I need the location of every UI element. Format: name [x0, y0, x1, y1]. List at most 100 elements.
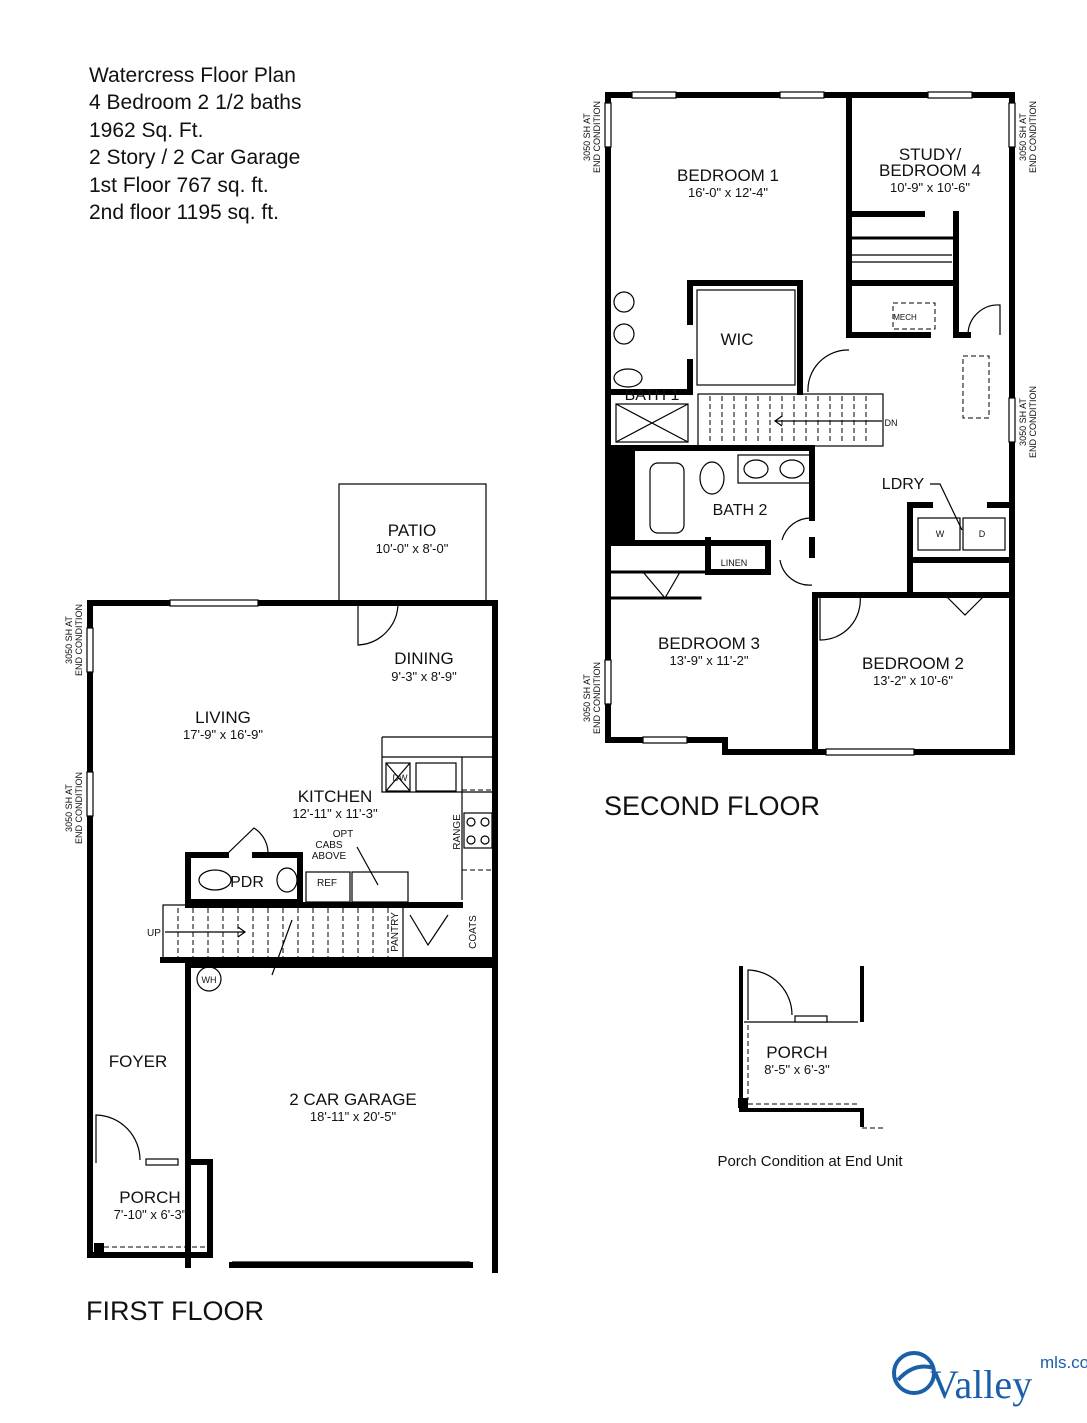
bath1-label: BATH 1 — [625, 387, 680, 404]
living-label: LIVING — [195, 708, 251, 727]
wic-walls — [605, 280, 803, 395]
linen-label: LINEN — [721, 558, 748, 568]
wic-label: WIC — [720, 330, 753, 349]
kitchen-sink — [415, 762, 457, 792]
bath2-door — [779, 517, 813, 586]
mech-unit — [892, 302, 936, 330]
end-porch-label: PORCH — [766, 1043, 827, 1062]
first-floor-plan: PATIO 10'-0" x 8'-0" DINING 9'-3" x 8'-9… — [64, 483, 498, 1326]
dryer — [962, 517, 1006, 551]
dw-label: DW — [393, 773, 408, 783]
range-label: RANGE — [452, 814, 463, 850]
window-note: END CONDITION — [1028, 386, 1038, 458]
window-note: END CONDITION — [74, 772, 84, 844]
patio-door — [357, 602, 399, 646]
window — [86, 627, 94, 673]
opt-label-2: CABS — [315, 840, 343, 851]
coats-label: COATS — [468, 915, 479, 949]
dn-label: DN — [885, 418, 898, 428]
window-note: 3050 SH AT — [64, 616, 74, 664]
plan-bedrooms: 4 Bedroom 2 1/2 baths — [89, 91, 302, 115]
wic-closet — [696, 289, 796, 386]
logo-text: Valley — [930, 1362, 1032, 1407]
up-arrow — [165, 926, 247, 938]
mech-label: MECH — [893, 313, 917, 322]
vanity-sink — [613, 291, 635, 313]
logo-swoosh-icon — [892, 1351, 936, 1395]
toilet — [699, 461, 725, 495]
patio-label: PATIO — [388, 521, 437, 540]
bedroom2-label: BEDROOM 2 — [862, 654, 964, 673]
dining-label: DINING — [394, 649, 454, 668]
kitchen-size: 12'-11" x 11'-3" — [292, 806, 378, 821]
plan-stories: 2 Story / 2 Car Garage — [89, 146, 301, 170]
bedroom3-label: BEDROOM 3 — [658, 634, 760, 653]
pdr-label: PDR — [230, 874, 264, 891]
dryer-label: D — [979, 529, 986, 539]
window — [169, 599, 259, 607]
bath2-label: BATH 2 — [713, 502, 768, 519]
range — [463, 812, 493, 849]
window-note: END CONDITION — [592, 662, 602, 734]
end-porch-size: 8'-5" x 6'-3" — [764, 1062, 830, 1077]
shower — [615, 403, 689, 443]
second-floor-title: SECOND FLOOR — [604, 791, 820, 821]
bedroom1-door — [807, 349, 850, 393]
logo-superscript: mls.com — [1040, 1353, 1087, 1372]
window — [86, 771, 94, 817]
dishwasher — [385, 762, 411, 792]
bedroom3-size: 13'-9" x 11'-2" — [670, 653, 749, 668]
stairs — [162, 904, 404, 961]
bedroom4-size: 10'-9" x 10'-6" — [890, 180, 970, 195]
dn-arrow — [773, 415, 882, 427]
wh-label: WH — [202, 975, 217, 985]
garage-label: 2 CAR GARAGE — [289, 1090, 417, 1109]
front-door — [95, 1114, 141, 1163]
plan-second-floor-sqft: 2nd floor 1195 sq. ft. — [89, 201, 279, 225]
water-heater — [196, 966, 222, 992]
bathtub — [649, 462, 685, 534]
toilet — [198, 869, 232, 891]
garage-size: 18'-11" x 20'-5" — [310, 1109, 397, 1124]
window-note: END CONDITION — [74, 604, 84, 676]
end-porch-caption: Porch Condition at End Unit — [717, 1153, 903, 1170]
plan-summary: Watercress Floor Plan 4 Bedroom 2 1/2 ba… — [89, 62, 301, 226]
chase — [611, 450, 635, 542]
powder-sink — [276, 867, 298, 893]
second-floor-plan: BEDROOM 1 16'-0" x 12'-4" STUDY/ BEDROOM… — [582, 91, 1038, 821]
window-note: 3050 SH AT — [1018, 398, 1028, 446]
foyer-label: FOYER — [109, 1052, 168, 1071]
toilet — [613, 368, 643, 388]
end-unit-porch: PORCH 8'-5" x 6'-3" Porch Condition at E… — [717, 966, 903, 1170]
window-note: END CONDITION — [1028, 101, 1038, 173]
window-note: 3050 SH AT — [582, 674, 592, 722]
porch-label: PORCH — [119, 1188, 180, 1207]
vanity-sink — [613, 323, 635, 345]
ref-label: REF — [317, 878, 337, 889]
first-floor-title: FIRST FLOOR — [86, 1296, 264, 1326]
ldry-label: LDRY — [882, 476, 925, 493]
second-floor-stairs — [697, 393, 884, 447]
opt-label-1: OPT — [333, 829, 354, 840]
pantry-label: PANTRY — [390, 912, 401, 952]
garage-walls — [185, 962, 498, 1268]
double-vanity — [737, 454, 811, 484]
bedroom1-size: 16'-0" x 12'-4" — [688, 185, 768, 200]
bedroom4-label-1: STUDY/ — [899, 145, 962, 164]
plan-sqft: 1962 Sq. Ft. — [89, 118, 204, 142]
up-label: UP — [147, 928, 161, 939]
living-size: 17'-9" x 16'-9" — [183, 727, 263, 742]
bedroom1-label: BEDROOM 1 — [677, 166, 779, 185]
dining-size: 9'-3" x 8'-9" — [391, 669, 457, 684]
bedroom2-size: 13'-2" x 10'-6" — [873, 673, 953, 688]
window-note: 3050 SH AT — [64, 784, 74, 832]
bedroom4-label-2: BEDROOM 4 — [879, 161, 981, 180]
plan-first-floor-sqft: 1st Floor 767 sq. ft. — [89, 173, 269, 197]
valley-mls-logo: Valley mls.com — [892, 1351, 1087, 1407]
plan-name: Watercress Floor Plan — [89, 64, 296, 87]
washer-label: W — [936, 529, 945, 539]
window-note: 3050 SH AT — [1018, 113, 1028, 161]
porch-size: 7'-10" x 6'-3" — [114, 1207, 187, 1222]
washer — [917, 517, 961, 551]
